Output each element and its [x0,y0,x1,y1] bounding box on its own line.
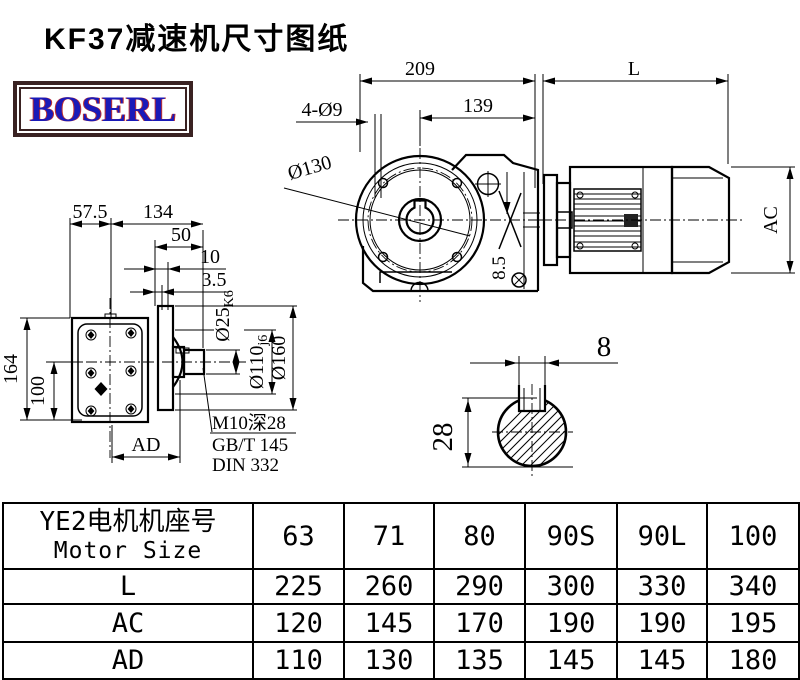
dim-AD-label: AD [132,434,161,456]
col-90L: 90L [616,502,708,570]
tap-note-line3: DIN 332 [212,455,279,476]
dim-57-5-label: 57.5 [73,201,108,223]
col-80: 80 [433,502,526,570]
cell-L-63: 225 [252,568,345,605]
col-90S: 90S [524,502,618,570]
cell-AC-80: 170 [433,603,526,643]
dim-10-label: 10 [200,246,220,268]
col-63: 63 [252,502,345,570]
brand-logo-text: BOSERL [30,89,177,129]
row-label-AD: AD [2,641,254,680]
tap-note-line1: M10深28 [212,412,286,434]
cell-AD-100: 180 [706,641,800,680]
col-100: 100 [706,502,800,570]
brand-logo: BOSERL [13,81,194,137]
dim-flange-dia160-label: Ø160 [268,336,290,380]
dim-139-label: 139 [463,95,493,117]
keyway-detail: 8 28 [427,331,618,476]
motor-size-table: YE2电机机座号 Motor Size 63 71 80 90S 90L 100… [2,502,800,680]
front-view [338,114,550,302]
header-motor-size-cn: YE2电机机座号 [39,507,217,537]
motor-view [536,165,744,275]
cell-AC-90L: 190 [616,603,708,643]
cell-AC-71: 145 [343,603,435,643]
table-row-AC: AC 120 145 170 190 190 195 [2,603,800,643]
cell-AC-100: 195 [706,603,800,643]
cell-AD-90L: 145 [616,641,708,680]
table-row-AD: AD 110 130 135 145 145 180 [2,641,800,680]
dim-134-label: 134 [143,201,173,223]
cell-AD-71: 130 [343,641,435,680]
front-dimensions: 209 L 139 4-Ø9 Ø130 8.5 AC [283,58,795,280]
dim-key-depth-label: 28 [427,423,459,452]
tap-note-line2: GB/T 145 [212,435,288,456]
dim-AC-label: AC [760,206,782,234]
cell-AC-63: 120 [252,603,345,643]
dim-209-label: 209 [405,58,435,80]
cell-L-80: 290 [433,568,526,605]
cell-L-71: 260 [343,568,435,605]
dim-key-width-label: 8 [597,331,612,363]
dim-100-label: 100 [27,376,49,406]
dim-3-5-label: 3.5 [202,269,227,291]
cell-L-100: 340 [706,568,800,605]
dim-L-label: L [628,58,640,80]
side-dimensions: 57.5 134 50 10 3.5 164 100 AD [0,201,297,463]
dim-shaft-dia-label: Ø25K6 [212,290,237,342]
dim-gap-label: 8.5 [489,256,510,280]
page-title: KF37减速机尺寸图纸 [44,23,350,56]
col-71: 71 [343,502,435,570]
dim-50-label: 50 [171,224,191,246]
cell-AD-90S: 145 [524,641,618,680]
header-motor-size-en: Motor Size [53,538,203,564]
header-motor-size: YE2电机机座号 Motor Size [2,502,254,570]
cell-L-90L: 330 [616,568,708,605]
dim-flange-dia-label: Ø130 [285,151,334,184]
dim-spigot-dia-label: Ø110j6 [246,335,271,390]
dim-164-label: 164 [0,354,22,384]
cell-AD-80: 135 [433,641,526,680]
table-header-row: YE2电机机座号 Motor Size 63 71 80 90S 90L 100 [2,502,800,570]
bolt-holes [85,327,137,417]
cell-AC-90S: 190 [524,603,618,643]
dim-bolt-holes-label: 4-Ø9 [301,99,342,121]
side-view: M10深28 GB/T 145 DIN 332 [48,298,296,476]
cell-AD-63: 110 [252,641,345,680]
row-label-AC: AC [2,603,254,643]
cell-L-90S: 300 [524,568,618,605]
dimension-drawing: 209 L 139 4-Ø9 Ø130 8.5 AC [0,58,795,476]
table-row-L: L 225 260 290 300 330 340 [2,568,800,605]
row-label-L: L [2,568,254,605]
